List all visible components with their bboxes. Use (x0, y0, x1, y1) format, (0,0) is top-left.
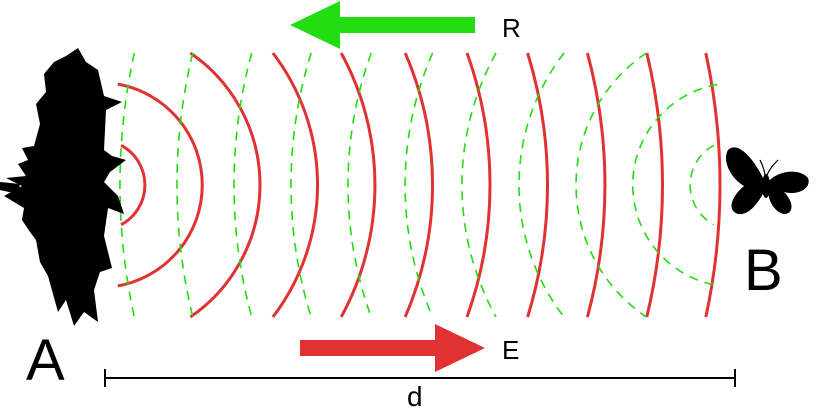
emitted-wavefront (526, 52, 550, 318)
emitted-wavefront (339, 52, 377, 318)
reflected-wavefront (689, 144, 715, 226)
emitted-arrow (300, 324, 485, 372)
target-label: B (744, 238, 783, 303)
emitted-wavefront (704, 52, 722, 318)
emitted-wavefront (271, 52, 320, 318)
emitted-wavefront (117, 82, 204, 288)
reflected-wavefront (461, 52, 497, 318)
distance-scale (104, 369, 736, 387)
emitted-wavefront (465, 52, 492, 318)
reflected-wavefront (290, 52, 312, 318)
reflected-wavefront (176, 52, 194, 318)
reflected-wavefront (631, 83, 718, 287)
emitted-wavefront (403, 52, 435, 318)
emitted-wavefront (645, 52, 665, 318)
reflected-wavefront (518, 52, 565, 318)
reflected-label: R (502, 13, 521, 43)
emitted-wavefront (585, 52, 607, 318)
reflected-arrow (290, 1, 475, 49)
reflected-wavefront (347, 52, 372, 318)
emitted-label: E (502, 335, 519, 365)
emitted-wavefront (120, 143, 147, 227)
bat-icon (0, 48, 126, 326)
emitted-waves (117, 51, 722, 319)
reflected-wavefront (404, 52, 434, 318)
reflected-wavefront (233, 52, 253, 318)
distance-label: d (407, 381, 423, 410)
source-label: A (26, 328, 65, 393)
reflected-waves (119, 52, 718, 318)
emitted-wavefront (189, 51, 262, 319)
reflected-wavefront (119, 52, 136, 318)
butterfly-icon (725, 147, 809, 215)
reflected-wavefront (575, 52, 647, 318)
